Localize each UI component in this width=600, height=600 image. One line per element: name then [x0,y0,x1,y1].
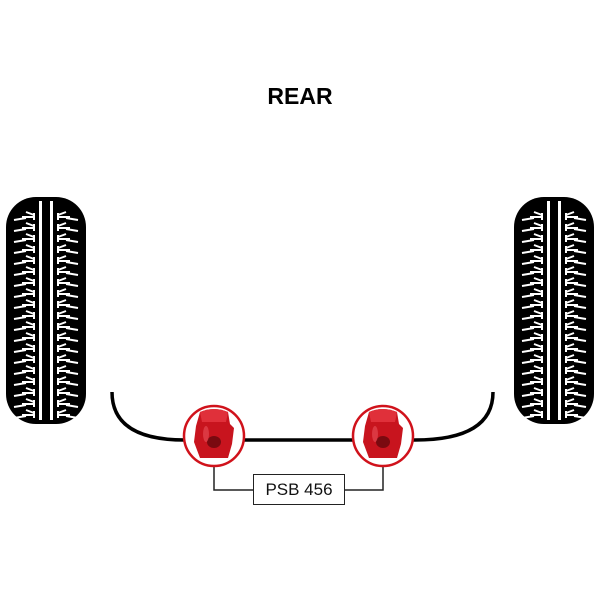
page-title: REAR [267,83,333,109]
right-bush-icon [351,404,415,468]
left-bush-icon [182,404,246,468]
part-number-label: PSB 456 [253,474,345,505]
left-tyre-icon [6,197,86,424]
right-tyre-icon [514,197,594,424]
connector-lines [213,466,384,491]
anti-roll-bar [110,391,495,442]
